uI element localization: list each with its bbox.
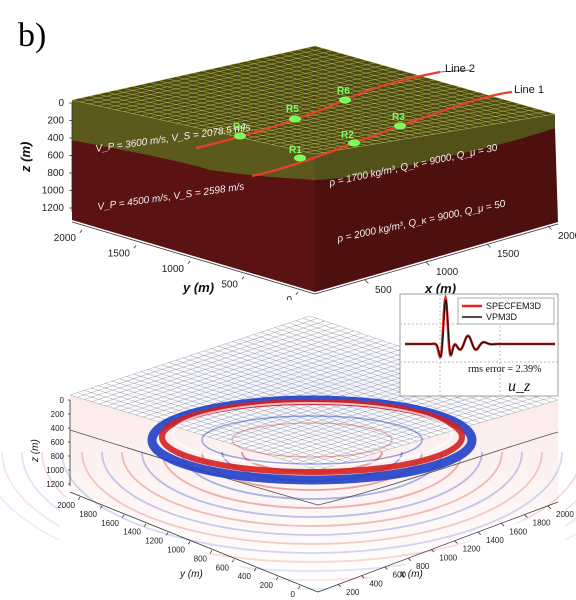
top-z-tick-label: 200: [47, 116, 64, 127]
wavefront-ring: [147, 395, 477, 485]
bottom-z-tick-label: 1200: [46, 480, 64, 489]
top-z-tick-label: 1000: [42, 186, 65, 197]
top-y-tick-label: 1500: [108, 249, 131, 260]
bottom-x-tick-label: 400: [369, 579, 383, 588]
top-z-tick-label: 800: [47, 168, 64, 179]
bottom-y-tick-label: 600: [216, 563, 230, 572]
bottom-right-face: [318, 400, 558, 590]
bottom-x-tick-label: 200: [346, 588, 360, 597]
receiver-r3-label: R3: [392, 112, 405, 123]
top-x-axis-title: x (m): [424, 281, 456, 296]
top-model: Line 2 Line 1 R6 R5 R4 R3 R2 R1 V_P = 36…: [18, 45, 576, 306]
bottom-left-face: [70, 395, 318, 590]
top-z-tick-label: 600: [47, 151, 64, 162]
bottom-y-tick-label: 0: [291, 590, 296, 599]
bottom-x-tick-label: 800: [416, 562, 430, 571]
receiver-r6-label: R6: [337, 86, 350, 97]
legend-vpm3d-label: VPM3D: [486, 312, 518, 322]
vpm3d-trace: [405, 299, 555, 358]
lower-layer-left-face: [72, 140, 315, 292]
bottom-y-tick-label: 400: [238, 572, 252, 581]
bottom-z-tick-label: 600: [51, 438, 65, 447]
bottom-y-tick-label: 1600: [101, 519, 119, 528]
bottom-z-tick-label: 1000: [46, 466, 64, 475]
receiver-r4-marker: [234, 132, 246, 140]
top-z-axis: 0 200 400 600 800 1000 1200 z (m): [18, 98, 73, 214]
receiver-r4-label: R4: [233, 122, 246, 133]
bottom-z-tick-label: 800: [51, 452, 65, 461]
bottom-y-axis-title: y (m): [179, 569, 203, 580]
bottom-y-tick-label: 1400: [123, 528, 141, 537]
receiver-r5-label: R5: [286, 104, 299, 115]
receiver-r1-label: R1: [289, 145, 302, 156]
top-x-tick-label: 1500: [497, 249, 520, 260]
bottom-x-tick-label: 1400: [486, 536, 504, 545]
receivers: R6 R5 R4 R3 R2 R1: [233, 86, 406, 162]
top-x-tick-label: 2000: [558, 231, 576, 242]
bottom-x-tick-label: 2000: [556, 510, 574, 519]
top-y-axis-title: y (m): [182, 280, 214, 295]
upper-layer-left-face: [72, 100, 315, 180]
bottom-y-tick-label: 2000: [57, 501, 75, 510]
bottom-y-tick-label: 1200: [145, 537, 163, 546]
bottom-x-axis-title: x (m): [399, 569, 423, 580]
bottom-x-tick-label: 1600: [509, 527, 527, 536]
bottom-z-tick-label: 0: [60, 396, 65, 405]
receiver-r5-marker: [289, 115, 301, 123]
inset-legend: [457, 297, 555, 325]
top-surface-mesh: [71, 45, 556, 155]
upper-layer-right-face: [315, 114, 555, 180]
top-x-axis: 500 1000 1500 2000 x (m): [314, 223, 576, 296]
line-2-label: Line 2: [445, 63, 475, 75]
receiver-r2-label: R2: [341, 130, 354, 141]
bottom-x-tick-label: 1200: [463, 545, 481, 554]
legend-specfem3d-label: SPECFEM3D: [486, 301, 542, 311]
top-z-axis-title: z (m): [18, 142, 33, 173]
bottom-y-tick-label: 1800: [79, 510, 97, 519]
line-2: [195, 70, 441, 150]
bottom-x-tick-label: 1000: [439, 553, 457, 562]
top-y-tick-label: 500: [221, 280, 238, 291]
receiver-r6-marker: [339, 96, 351, 104]
bottom-y-tick-label: 800: [194, 554, 208, 563]
receiver-r1-marker: [294, 154, 306, 162]
inset-comparison: SPECFEM3D VPM3D rms error = 2.39% u_z: [399, 293, 559, 397]
top-x-tick-label: 1000: [436, 267, 459, 278]
bottom-z-tick-label: 400: [51, 424, 65, 433]
bottom-x-axis: 200 400 600 800 1000 1200 1400 1600 1800 2000 x (…: [317, 501, 574, 597]
receiver-r3-marker: [394, 122, 406, 130]
rms-error-text: rms error = 2.39%: [468, 364, 541, 375]
bottom-layer-interface: [69, 429, 559, 506]
top-y-tick-label: 2000: [54, 233, 77, 244]
bottom-z-axis: 0 200 400 600 800 1000 1200 z (m): [30, 396, 71, 489]
top-x-tick-label: 500: [375, 285, 392, 296]
bottom-y-tick-label: 1000: [167, 546, 185, 555]
bottom-z-tick-label: 200: [51, 410, 65, 419]
top-z-tick-label: 0: [58, 98, 64, 109]
component-label: u_z: [508, 378, 531, 395]
line-1-label: Line 1: [514, 84, 544, 96]
top-z-tick-label: 1200: [42, 203, 65, 214]
top-z-tick-label: 400: [47, 133, 64, 144]
top-y-tick-label: 1000: [162, 264, 185, 275]
top-y-axis: 2000150010005000 y (m): [54, 221, 316, 306]
bottom-z-axis-title: z (m): [30, 439, 41, 463]
bottom-x-tick-label: 1800: [533, 519, 551, 528]
receiver-r2-marker: [348, 139, 360, 147]
bottom-y-tick-label: 200: [260, 581, 274, 590]
bottom-x-tick-label: 600: [393, 571, 407, 580]
panel-label: b): [18, 17, 46, 54]
bottom-top-surface: [70, 316, 558, 470]
